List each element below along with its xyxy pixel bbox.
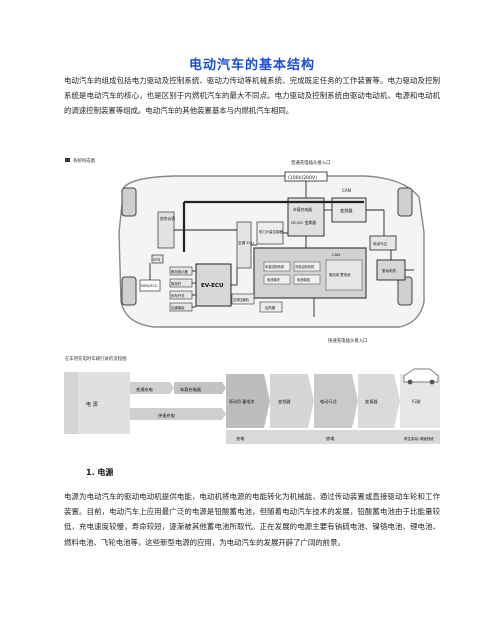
ac-ecu-label: 空调 ECU (238, 240, 254, 245)
instrument-cluster-label: 综合仪表 (160, 216, 175, 221)
drive-motor-label: 驱动电机 (382, 268, 397, 273)
motor-label: 电动马达 (373, 241, 388, 246)
ctrl2-label: 充电控制系统 (295, 264, 315, 269)
flow-onboard-charger: 车载充电器 (180, 386, 202, 393)
can-label-mid: CAN (332, 252, 340, 257)
flow-discharge-label: 放电 (326, 435, 335, 442)
flow-regen-label: 再生制动 减速回收 (404, 436, 434, 441)
can-label-top: CAN (342, 188, 351, 193)
ev-ecu-label: EV-ECU (201, 283, 224, 289)
shift-indicator-label: 换挡指示器 (171, 269, 189, 274)
accelerator-label: 加速踏板 (171, 305, 185, 310)
drive-battery-label: 驱动用 蓄电池 (329, 272, 351, 277)
flow-battery-label: 驱动用 蓄电池 (229, 398, 254, 404)
onboard-charger-label: 车载充电器 (293, 207, 312, 212)
ctrl3-label: 电池模块 (267, 277, 281, 282)
flow-inverter-label: 变频器 (278, 398, 291, 405)
brake-switch-label: 刹车开关 (171, 293, 185, 298)
power-meter-label: 电力计量控制器 (259, 229, 283, 234)
figure-caption-flow: 在车用充电时车辆行驶的流程图 (65, 355, 127, 362)
heater-label: 加热器 (265, 305, 276, 310)
flow-reducer-label: 变速器 (365, 398, 378, 405)
flow-normal-charge: 普通充电 (136, 386, 154, 393)
ctrl1-label: 车载控制系统 (265, 264, 285, 269)
quick-charge-port-label: 快速充电插头接入口 (328, 337, 368, 344)
ac-compressor-label: 空调压缩机 (233, 297, 250, 302)
page-title: 电动汽车的基本结构 (188, 58, 315, 73)
flow-charge-label: 充电 (236, 435, 245, 442)
section-1-paragraph: 电源为电动汽车的驱动电动机提供电能，电动机将电源的电能转化为机械能，通过传动装置… (64, 492, 440, 547)
inverter-label-top: 变频器 (340, 207, 353, 214)
flow-power-label: 电 源 (86, 401, 98, 408)
flow-quick-charge: 快速充电 (158, 412, 176, 419)
section-1-heading: 1. 电源 (86, 468, 114, 477)
gear-lever-label: 换挡杆 (171, 281, 182, 286)
ctrl4-label: 电池模组 (297, 277, 311, 282)
dcdc-label: DC/DC 变换器 (291, 220, 316, 225)
figure-caption-system: 系统构成图 (73, 157, 96, 164)
flow-motor-label: 电动马达 (320, 398, 338, 405)
system-diagram-figure: 系统构成图 普通充电插头接入口 (100V/200V) CAN 综合仪表 EPS… (64, 157, 440, 444)
voltage-label: (100V/200V) (288, 175, 317, 181)
eps-label: EPS (153, 257, 161, 262)
intro-paragraph: 电动汽车的组成包括电力驱动及控制系统、驱动力传动等机械系统、完成既定任务的工作装… (64, 76, 440, 116)
normal-charge-port-label: 普通充电插头接入口 (291, 159, 331, 166)
mmu-ecu-label: MMU/ECU (141, 284, 158, 288)
flow-drive-label: 行驶 (412, 398, 421, 405)
